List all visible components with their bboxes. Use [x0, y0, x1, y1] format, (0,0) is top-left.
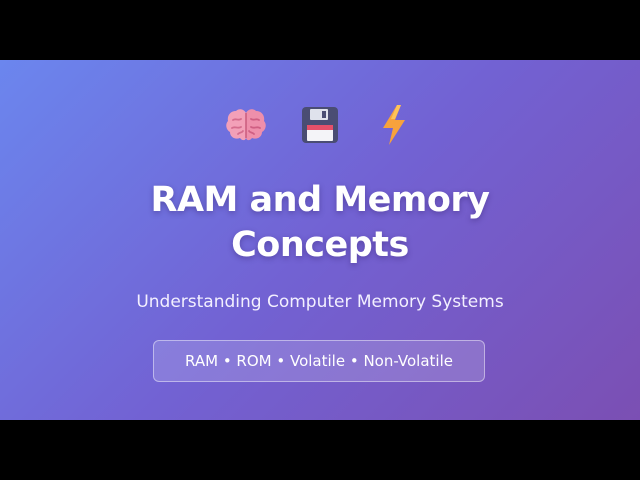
title-line-2: Concepts: [231, 225, 409, 265]
icon-row: [0, 103, 640, 147]
brain-icon: [224, 103, 268, 147]
lightning-icon: [372, 103, 416, 147]
floppy-disk-icon: [298, 103, 342, 147]
title-line-1: RAM and Memory: [150, 180, 490, 220]
title-slide: RAM and Memory Concepts Understanding Co…: [0, 60, 640, 420]
topic-tags: RAM • ROM • Volatile • Non-Volatile: [153, 340, 485, 382]
slide-subtitle: Understanding Computer Memory Systems: [136, 292, 504, 312]
slide-title: RAM and Memory Concepts: [0, 178, 640, 268]
